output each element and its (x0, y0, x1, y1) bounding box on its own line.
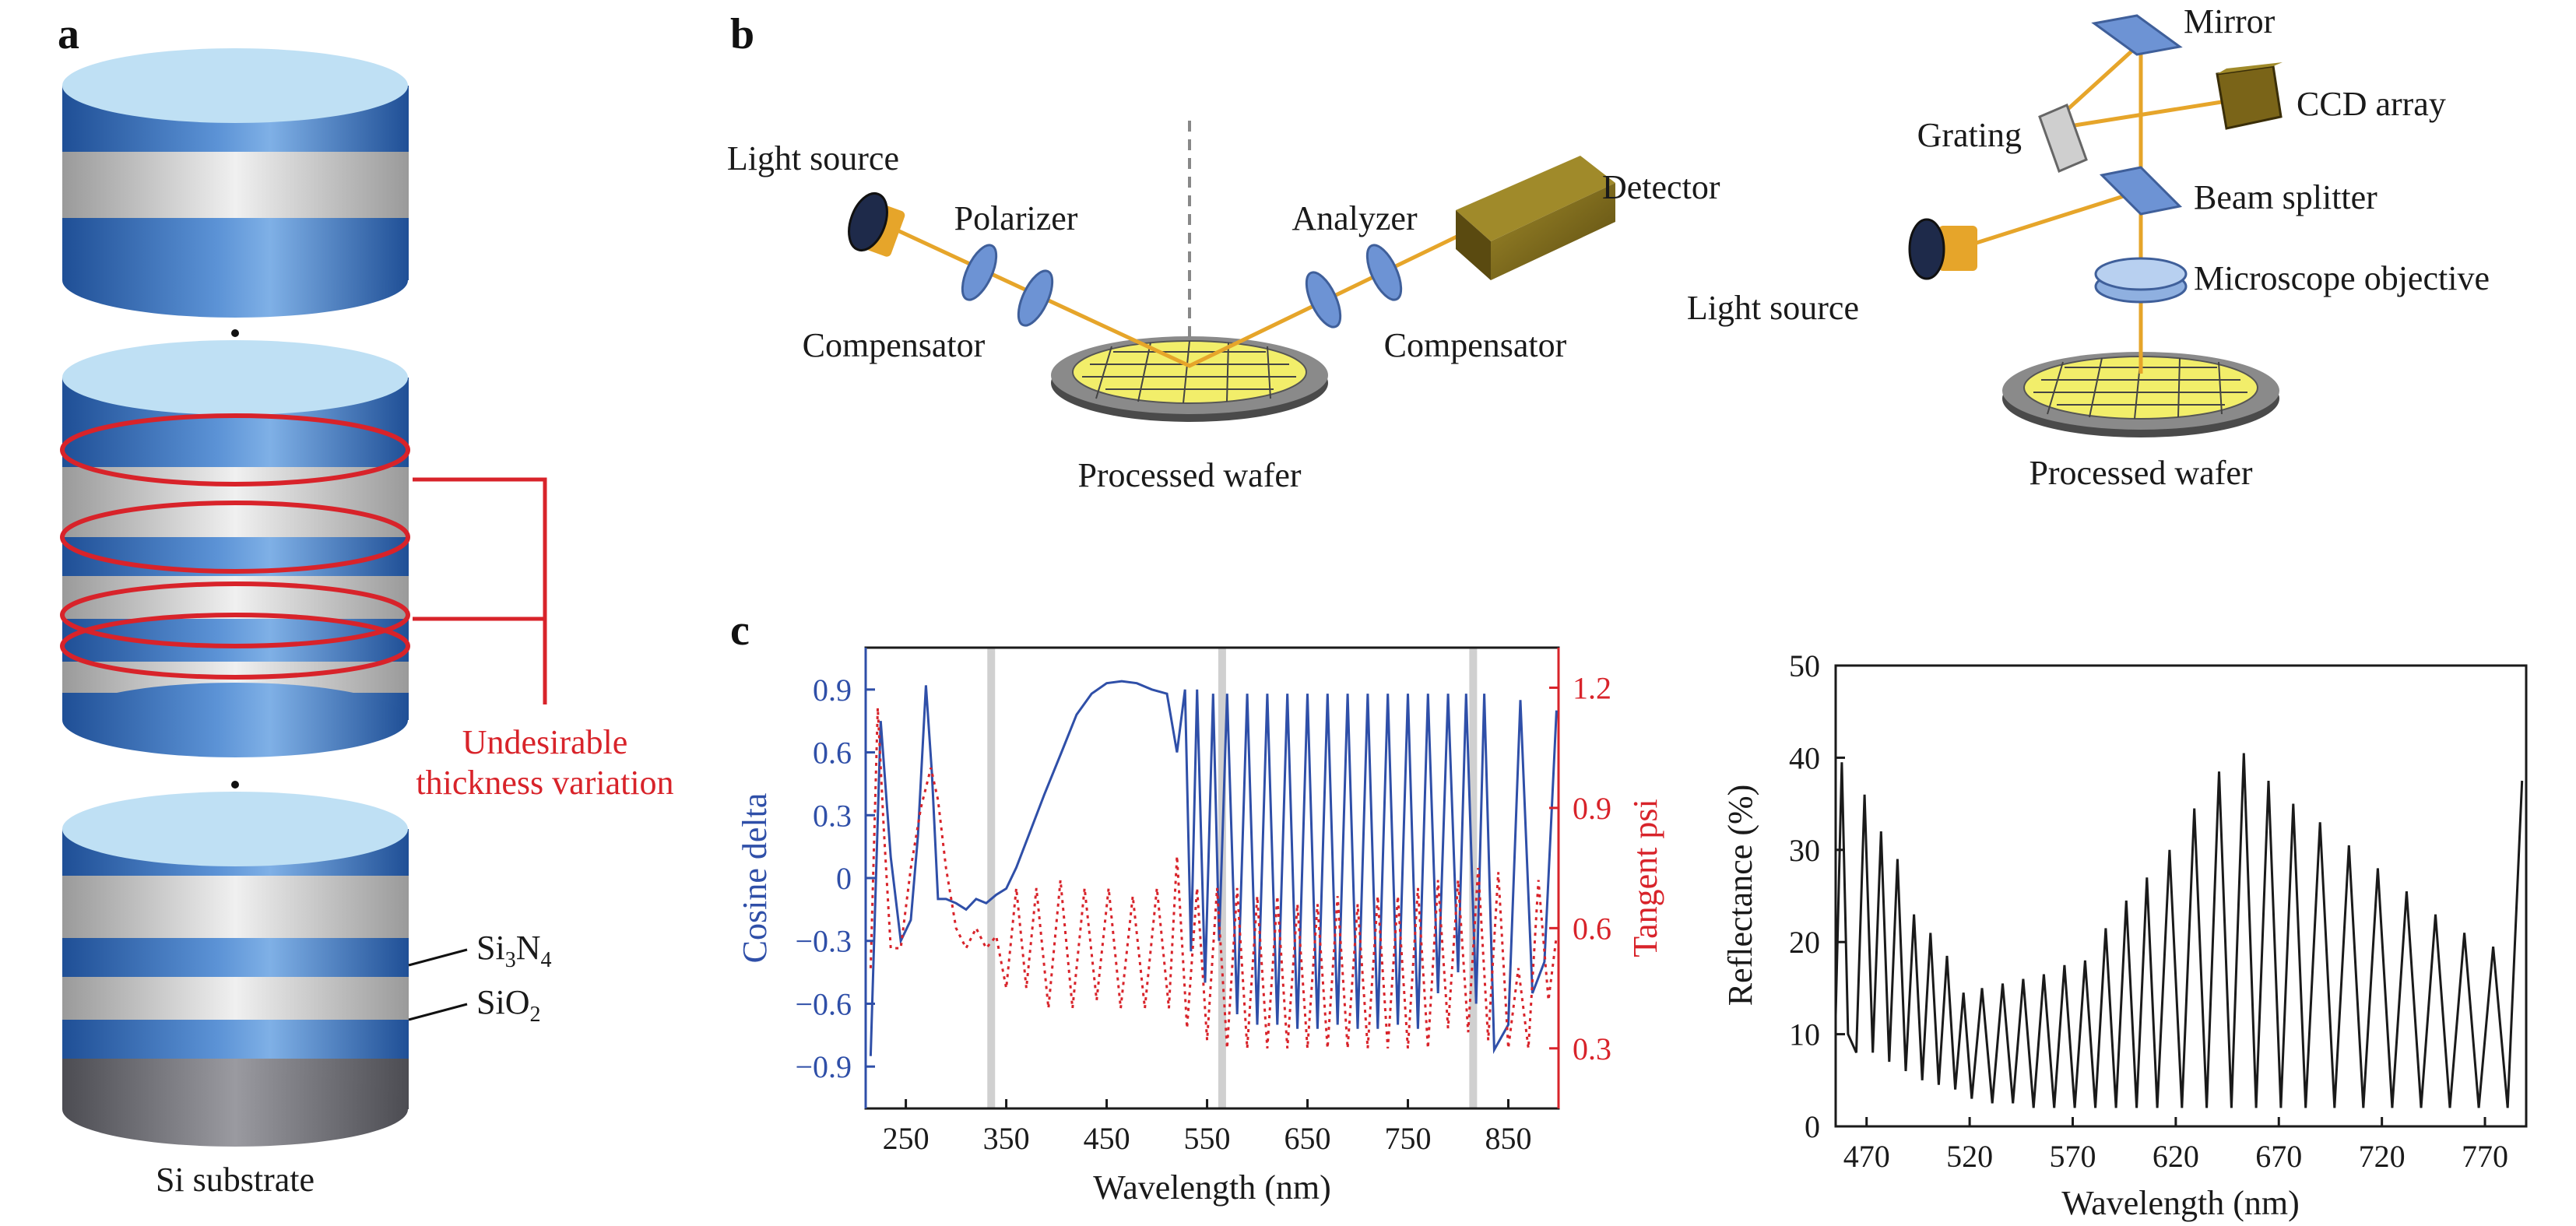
chart1-y2label: Tangent psi (1626, 799, 1664, 957)
panel-label-c: c (730, 606, 750, 655)
ccd-array (2216, 62, 2283, 130)
y-tick-label: −0.6 (795, 986, 852, 1021)
beam-splitter-label: Beam splitter (2194, 178, 2377, 216)
annotation-bracket (413, 477, 547, 704)
beam-splitter (2099, 166, 2183, 216)
reflectometer-beam (1961, 41, 2227, 374)
y-tick-label: 20 (1789, 925, 1820, 960)
x-tick-label: 550 (1184, 1121, 1231, 1156)
y2-tick-label: 1.2 (1573, 670, 1611, 705)
y-tick-label: 10 (1789, 1017, 1820, 1052)
wafer-label-left: Processed wafer (1077, 456, 1301, 494)
compensator-label-left: Compensator (803, 326, 986, 364)
series-line-cosine-delta (869, 680, 1558, 1056)
y2-tick-label: 0.9 (1573, 791, 1611, 826)
light-source-label-left: Light source (727, 139, 899, 177)
grating-label: Grating (1917, 116, 2022, 154)
x-tick-label: 770 (2462, 1139, 2508, 1174)
y-tick-label: −0.9 (795, 1049, 852, 1084)
multilayer-stack-top (62, 48, 409, 318)
light-source-left (848, 192, 905, 257)
series-line-reflectance (1834, 753, 2524, 1108)
x-tick-label: 720 (2359, 1139, 2406, 1174)
reflectance-chart: 470 520 570 620 670 720 770 0 10 20 30 40 50 Wavelen… (1721, 648, 2528, 1222)
reflectometer-wafer (2002, 352, 2279, 437)
mirror (2091, 14, 2183, 56)
x-tick-label: 650 (1284, 1121, 1331, 1156)
y-tick-label: 50 (1789, 648, 1820, 683)
x-tick-label: 850 (1485, 1121, 1532, 1156)
x-tick-label: 350 (983, 1121, 1030, 1156)
chart2-frame (1834, 664, 2528, 1128)
si3n4-label: Si3N4 (476, 929, 551, 972)
highlight-band (987, 648, 996, 1108)
grating (2038, 103, 2088, 174)
series-line-tangent-psi (869, 708, 1558, 1049)
y-tick-label: 0.9 (813, 673, 852, 708)
mirror-label: Mirror (2184, 2, 2276, 40)
x-tick-label: 250 (883, 1121, 930, 1156)
x-tick-label: 570 (2049, 1139, 2096, 1174)
y-tick-label: 0 (836, 861, 852, 896)
ellipsometry-chart: 250 350 450 550 650 750 850 0.9 0.6 0.3 0 −0.3 −0.6 −… (736, 646, 1664, 1207)
layer-leaders (408, 948, 468, 1021)
y-tick-label: 0.6 (813, 736, 852, 771)
chart1-xlabel: Wavelength (nm) (1093, 1168, 1331, 1207)
annotation-text-line2: thickness variation (416, 764, 673, 802)
x-tick-label: 620 (2153, 1139, 2199, 1174)
microscope-objective (2094, 257, 2188, 304)
substrate-label: Si substrate (156, 1161, 315, 1199)
light-source-right (1908, 218, 1977, 280)
panel-label-b: b (730, 10, 754, 58)
y2-tick-label: 0.3 (1573, 1031, 1611, 1066)
x-tick-label: 520 (1946, 1139, 1993, 1174)
detector-box (1456, 156, 1615, 280)
ccd-label: CCD array (2297, 85, 2446, 123)
y-tick-label: −0.3 (795, 924, 852, 959)
multilayer-stack-bottom (62, 792, 409, 1147)
light-source-label-right: Light source (1687, 289, 1859, 327)
y-tick-label: 30 (1789, 833, 1820, 868)
x-tick-label: 450 (1084, 1121, 1130, 1156)
analyzer-label: Analyzer (1292, 199, 1418, 237)
detector-label: Detector (1602, 168, 1720, 206)
chart1-ylabel: Cosine delta (736, 793, 774, 964)
objective-label: Microscope objective (2194, 259, 2490, 297)
chart2-ylabel: Reflectance (%) (1721, 785, 1759, 1006)
x-tick-label: 750 (1385, 1121, 1432, 1156)
chart2-xlabel: Wavelength (nm) (2061, 1184, 2300, 1222)
polarizer-optics (961, 244, 1054, 327)
panel-label-a: a (58, 10, 79, 58)
wafer-label-right: Processed wafer (2029, 454, 2252, 492)
multilayer-stack-middle (62, 340, 409, 757)
y-tick-label: 40 (1789, 740, 1820, 775)
thickness-variation-rings (60, 413, 410, 680)
compensator-label-right: Compensator (1384, 326, 1567, 364)
y2-tick-label: 0.6 (1573, 911, 1611, 946)
y-tick-label: 0 (1805, 1109, 1820, 1144)
polarizer-label: Polarizer (954, 199, 1078, 237)
x-tick-label: 670 (2255, 1139, 2302, 1174)
annotation-text-line1: Undesirable (462, 723, 628, 761)
analyzer-optics (1305, 244, 1403, 328)
y-tick-label: 0.3 (813, 798, 852, 833)
ellipsometer-wafer (1051, 336, 1328, 422)
x-tick-label: 470 (1843, 1139, 1890, 1174)
sio2-label: SiO2 (476, 983, 540, 1027)
